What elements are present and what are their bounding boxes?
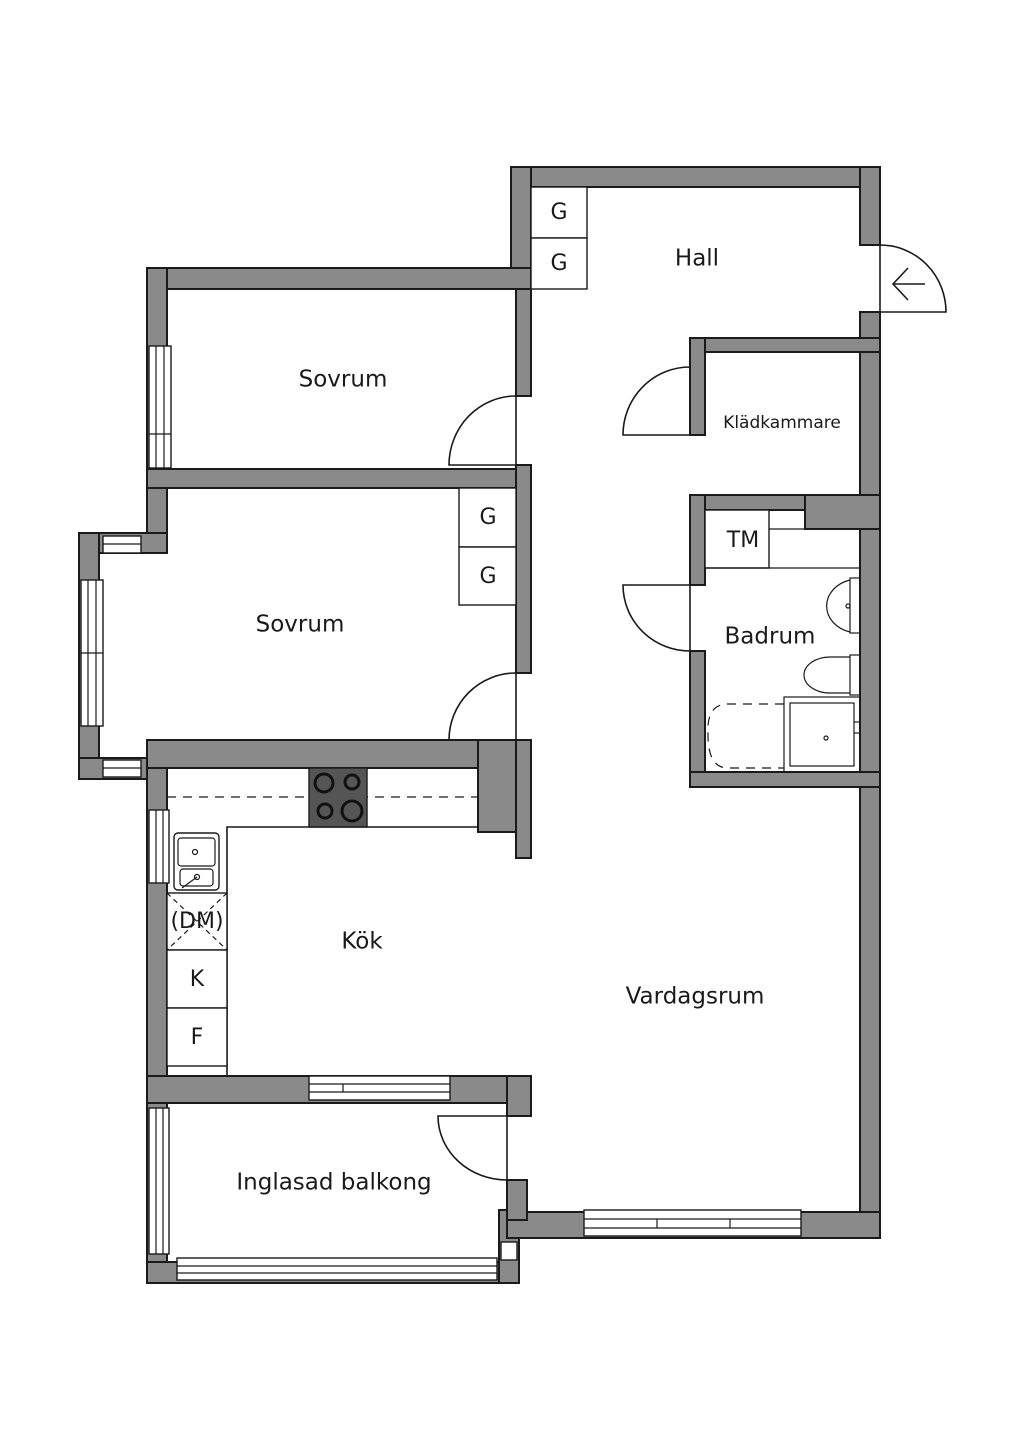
door-badrum bbox=[622, 584, 691, 652]
arrow-left-icon bbox=[891, 267, 925, 301]
wall-bad-left-top bbox=[689, 494, 706, 586]
room-label-sovrum-mid: Sovrum bbox=[256, 612, 345, 638]
room-label-balkong: Inglasad balkong bbox=[236, 1170, 431, 1196]
wall-top-sovrum bbox=[146, 267, 532, 290]
wall-balkong-stub-2 bbox=[506, 1179, 528, 1221]
wardrobe-sov-2 bbox=[458, 546, 517, 606]
windows bbox=[80, 345, 802, 1281]
doors bbox=[437, 244, 947, 1181]
wall-bad-left-bottom bbox=[689, 650, 706, 788]
wall-sovrum-right-mid bbox=[515, 464, 532, 674]
wardrobe-sov-1 bbox=[458, 487, 517, 548]
wardrobe-label-hall-2: G bbox=[550, 251, 567, 276]
window-balkong-bottom bbox=[176, 1257, 498, 1281]
dishwasher-label: (DM) bbox=[170, 909, 223, 934]
door-sovrum-top bbox=[448, 395, 517, 466]
wall-sovrum-right-top bbox=[515, 288, 532, 397]
toilet-icon bbox=[803, 654, 861, 696]
room-label-kladkammare: Klädkammare bbox=[723, 413, 841, 433]
room-label-hall: Hall bbox=[675, 246, 719, 272]
wall-kitchen-stub-2 bbox=[515, 739, 532, 859]
bathroom-sink-icon bbox=[826, 577, 861, 634]
wall-right-upper bbox=[859, 166, 881, 246]
labels: Hall Sovrum Sovrum Klädkammare Badrum Kö… bbox=[170, 200, 840, 1196]
door-balkong bbox=[437, 1115, 508, 1181]
freezer-label: F bbox=[191, 1025, 204, 1050]
washer-label: TM bbox=[726, 528, 759, 553]
window-living-bottom bbox=[583, 1209, 802, 1237]
wall-kitchen-top bbox=[146, 739, 532, 769]
bathtub-icon bbox=[707, 703, 784, 769]
window-sovrum-top bbox=[148, 345, 172, 469]
wall-klad-top bbox=[689, 337, 881, 353]
room-label-badrum: Badrum bbox=[725, 624, 816, 650]
wall-top-hall bbox=[510, 166, 881, 188]
wardrobe-label-sov-2: G bbox=[479, 564, 496, 589]
wall-bad-bottom bbox=[689, 771, 881, 788]
wardrobe-hall-1 bbox=[530, 186, 588, 239]
wardrobe-label-sov-1: G bbox=[479, 505, 496, 530]
wall-klad-left bbox=[689, 337, 706, 436]
freezer-cell bbox=[166, 1007, 228, 1067]
room-label-kok: Kök bbox=[341, 929, 383, 955]
door-kladkammare bbox=[622, 366, 691, 436]
shower-icon bbox=[783, 696, 861, 773]
fixtures bbox=[166, 186, 925, 1076]
window-kitchen-left bbox=[148, 809, 170, 884]
washer-cell bbox=[704, 509, 770, 569]
wall-bad-notch bbox=[804, 494, 881, 530]
fridge-cell bbox=[166, 949, 228, 1009]
window-balkong-left bbox=[148, 1107, 170, 1255]
wall-balkong-stub bbox=[506, 1075, 532, 1117]
room-label-vardagsrum: Vardagsrum bbox=[626, 984, 765, 1010]
sink-icon bbox=[173, 832, 220, 891]
wall-sovrum-divider bbox=[146, 468, 532, 489]
wardrobe-hall-2 bbox=[530, 237, 588, 290]
wardrobe-label-hall-1: G bbox=[550, 200, 567, 225]
door-sovrum-mid bbox=[448, 672, 517, 741]
window-balkong-corner bbox=[500, 1241, 518, 1261]
window-kitchen-bottom bbox=[308, 1075, 451, 1101]
door-entrance bbox=[879, 244, 947, 313]
room-label-sovrum-top: Sovrum bbox=[299, 367, 388, 393]
fridge-label: K bbox=[190, 967, 205, 992]
